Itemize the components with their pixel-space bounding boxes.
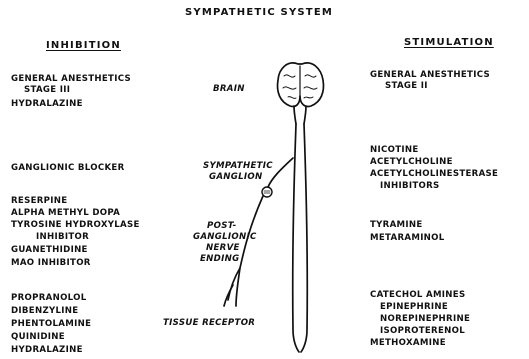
spinal-cord bbox=[293, 124, 308, 352]
preganglionic-fiber bbox=[268, 158, 293, 187]
brainstem bbox=[294, 106, 306, 124]
